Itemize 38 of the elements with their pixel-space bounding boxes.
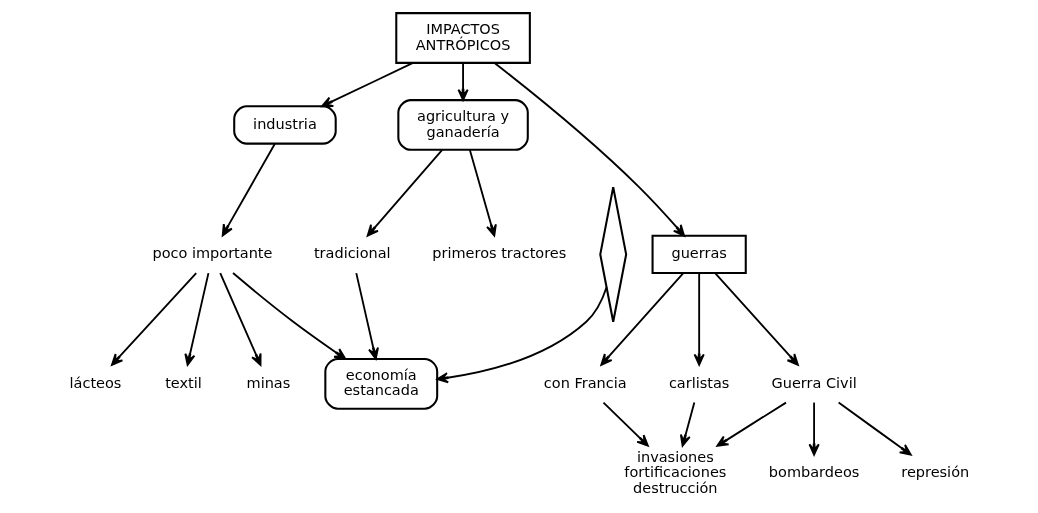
arrow xyxy=(693,271,705,366)
node-text: tradicional xyxy=(313,244,391,261)
node-text: represión xyxy=(900,463,969,480)
arrow xyxy=(837,401,912,456)
arrow xyxy=(679,401,695,447)
arrow xyxy=(218,271,262,366)
arrow xyxy=(808,401,820,456)
node-text: invasiones fortificaciones destrucción xyxy=(623,448,726,496)
node-text: poco importante xyxy=(151,244,272,261)
node-text: Guerra Civil xyxy=(770,374,857,391)
arrow xyxy=(354,271,379,360)
node-text: carlistas xyxy=(668,374,729,391)
node-text: textil xyxy=(164,374,202,391)
arrow xyxy=(602,401,649,447)
arrow xyxy=(435,285,607,383)
node-text: lácteos xyxy=(69,374,121,391)
node-text: minas xyxy=(246,374,290,391)
arrow xyxy=(715,401,787,447)
arrow xyxy=(713,271,799,366)
arrow xyxy=(221,142,276,236)
arrow xyxy=(110,271,197,366)
node-box: guerras xyxy=(651,234,747,274)
arrow xyxy=(366,148,443,237)
node-text: con Francia xyxy=(543,374,627,391)
arrow xyxy=(493,61,685,237)
node-box: agricultura y ganadería xyxy=(396,98,529,151)
node-text: primeros tractores xyxy=(431,244,566,261)
node-box: economía estancada xyxy=(323,357,438,410)
node-diamond xyxy=(598,185,627,323)
arrow xyxy=(599,271,684,366)
node-text: bombardeos xyxy=(768,463,859,480)
arrow xyxy=(320,61,414,107)
node-box: industria xyxy=(232,104,337,145)
arrow xyxy=(231,271,346,360)
arrow xyxy=(457,61,469,101)
node-box: IMPACTOS ANTRÓPICOS xyxy=(394,11,531,64)
arrow xyxy=(183,271,209,366)
arrow xyxy=(468,148,497,237)
